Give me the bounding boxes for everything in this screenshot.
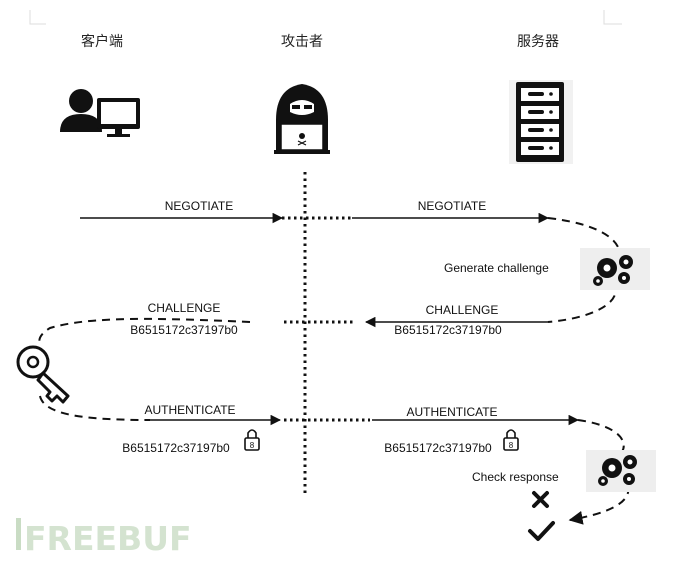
gears-icon [586,450,656,492]
corner-marks [29,10,622,25]
gears-icon [580,248,650,290]
challenge-label-left: CHALLENGE [148,301,221,315]
auth-value-left: B6515172c37197b0 [122,441,230,455]
negotiate-label-left: NEGOTIATE [165,199,233,213]
challenge-label-right: CHALLENGE [426,303,499,317]
challenge-value-left: B6515172c37197b0 [130,323,238,337]
challenge-to-key-curve [38,317,251,345]
authenticate-label-left: AUTHENTICATE [144,403,235,417]
key-icon [16,345,70,404]
freebuf-watermark: FREEBUF [16,518,192,558]
padlock-digit: 8 [250,441,255,450]
generate-challenge-label: Generate challenge [444,261,549,275]
attacker-label: 攻击者 [281,34,323,50]
checkmark-icon [528,521,555,541]
padlock-icon: 8 [244,429,260,451]
watermark-text: FREEBUF [24,519,192,558]
padlock-icon: 8 [503,429,519,451]
key-to-authenticate-curve [39,395,151,421]
challenge-value-right: B6515172c37197b0 [394,323,502,337]
check-response-label: Check response [472,470,559,484]
hooded-hacker-icon [274,84,330,154]
padlock-digit: 8 [509,441,514,450]
auth-value-right: B6515172c37197b0 [384,441,492,455]
authenticate-label-right: AUTHENTICATE [406,405,497,419]
user-with-computer-icon [60,89,140,137]
server-label: 服务器 [517,34,559,50]
cross-icon [532,491,549,508]
client-label: 客户端 [81,33,123,50]
negotiate-label-right: NEGOTIATE [418,199,486,213]
server-rack-icon [509,80,573,164]
